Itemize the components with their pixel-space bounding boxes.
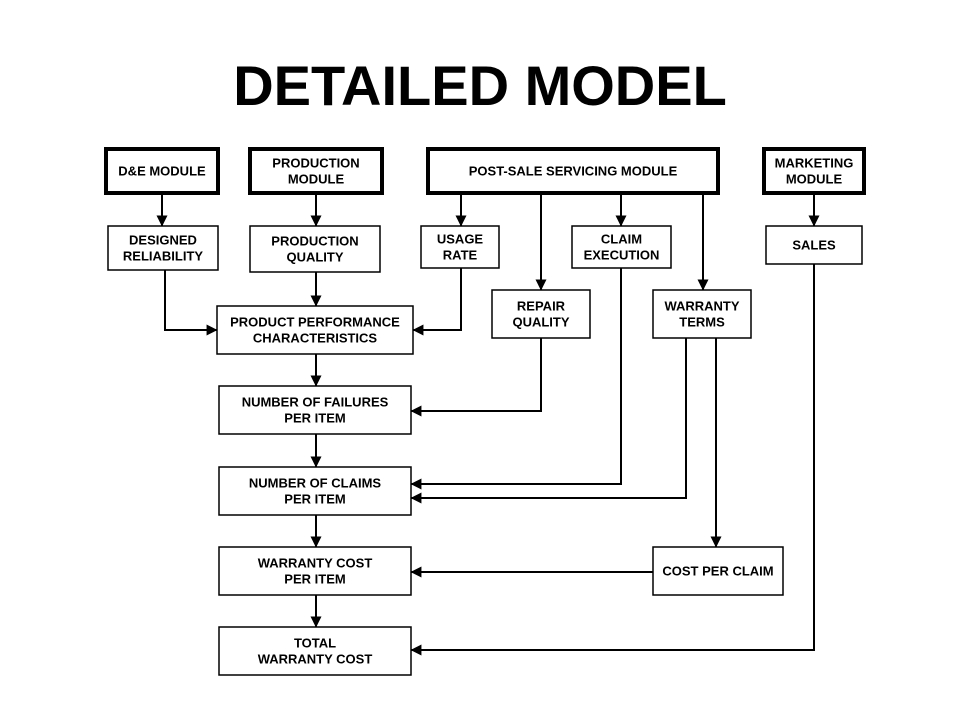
- box-outline: [652, 289, 752, 339]
- arrow-claim-execution-to-claims-per-item: [410, 268, 622, 490]
- box-label: PRODUCTION: [271, 234, 358, 249]
- box-label: EXECUTION: [584, 248, 660, 263]
- box-label: REPAIR: [517, 299, 566, 314]
- arrow-warranty-terms-to-claims-per-item: [410, 338, 687, 504]
- box-outline: [104, 147, 220, 195]
- box-label: RELIABILITY: [123, 249, 203, 264]
- box-label: TOTAL: [294, 636, 336, 651]
- box-outline: [249, 225, 381, 273]
- box-label: USAGE: [437, 232, 484, 247]
- box-outline: [652, 546, 784, 596]
- box-label: D&E MODULE: [118, 164, 206, 179]
- box-label: PER ITEM: [284, 411, 345, 426]
- box-label: CHARACTERISTICS: [253, 331, 378, 346]
- arrow-repair-quality-to-failures-per-item: [410, 338, 542, 417]
- arrow-usage-rate-to-product-performance: [412, 268, 462, 336]
- box-label: PER ITEM: [284, 492, 345, 507]
- module-post-sale: POST-SALE SERVICING MODULE: [426, 147, 720, 195]
- box-label: QUALITY: [512, 315, 569, 330]
- box-outline: [218, 385, 412, 435]
- box-label: RATE: [443, 248, 478, 263]
- box-label: NUMBER OF CLAIMS: [249, 476, 381, 491]
- node-sales: SALES: [765, 225, 863, 265]
- box-outline: [218, 546, 412, 596]
- box-outline: [420, 225, 500, 269]
- page-title: DETAILED MODEL: [233, 54, 727, 117]
- box-label: QUALITY: [286, 250, 343, 265]
- box-label: WARRANTY COST: [258, 556, 373, 571]
- box-label: PRODUCT PERFORMANCE: [230, 315, 400, 330]
- box-outline: [248, 147, 384, 195]
- box-label: CLAIM: [601, 232, 642, 247]
- box-outline: [218, 466, 412, 516]
- box-outline: [491, 289, 591, 339]
- box-label: WARRANTY COST: [258, 652, 373, 667]
- box-label: PER ITEM: [284, 572, 345, 587]
- box-label: MODULE: [288, 172, 345, 187]
- box-outline: [107, 225, 219, 271]
- box-label: WARRANTY: [664, 299, 739, 314]
- box-label: TERMS: [679, 315, 725, 330]
- box-outline: [426, 147, 720, 195]
- box-outline: [765, 225, 863, 265]
- box-label: MARKETING: [775, 156, 854, 171]
- box-outline: [218, 626, 412, 676]
- box-label: POST-SALE SERVICING MODULE: [469, 164, 678, 179]
- box-outline: [216, 305, 414, 355]
- box-label: COST PER CLAIM: [662, 564, 773, 579]
- arrow-sales-to-total-warranty-cost: [410, 264, 815, 656]
- box-label: MODULE: [786, 172, 843, 187]
- box-label: SALES: [792, 238, 836, 253]
- box-outline: [571, 225, 672, 269]
- arrow-designed-reliability-to-product-performance: [164, 270, 218, 336]
- box-label: NUMBER OF FAILURES: [242, 395, 389, 410]
- box-label: PRODUCTION: [272, 156, 359, 171]
- box-outline: [762, 147, 866, 195]
- module-de: D&E MODULE: [104, 147, 220, 195]
- box-label: DESIGNED: [129, 233, 197, 248]
- node-cost-per-claim: COST PER CLAIM: [652, 546, 784, 596]
